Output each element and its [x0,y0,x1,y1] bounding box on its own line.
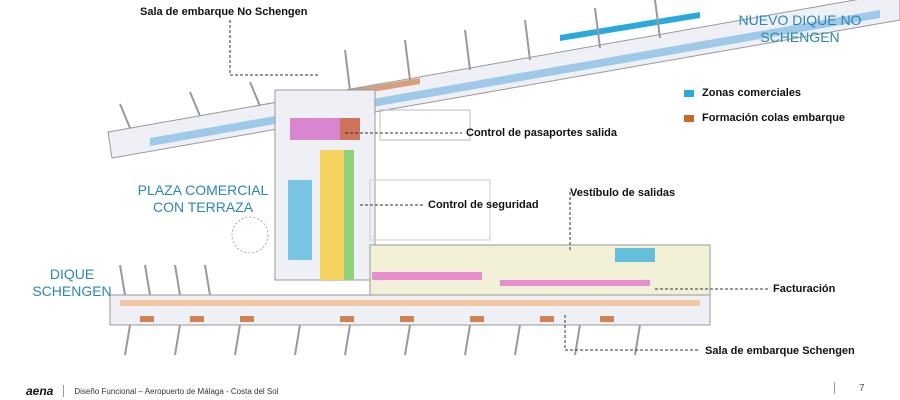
footer-title: Diseño Funcional – Aeropuerto de Málaga … [74,386,279,396]
legend-label: Zonas comerciales [702,87,802,99]
legend-item-zonas-comerciales: Zonas comerciales [684,87,801,99]
label-facturacion: Facturación [773,283,836,295]
zone-title-line: PLAZA COMERCIAL [137,182,269,198]
legend-swatch [684,89,694,97]
label-control-pasaportes: Control de pasaportes salida [466,127,617,139]
schengen-pier [109,244,711,356]
legend-swatch [684,114,694,122]
leader-lines [229,20,770,351]
zone-title-line: SCHENGEN [760,29,840,45]
aena-logo: aena [26,384,54,398]
zone-title-line: DIQUE [49,266,95,282]
divider [834,382,835,394]
label-sala-schengen: Sala de embarque Schengen [705,345,855,357]
label-control-seguridad: Control de seguridad [428,199,539,211]
legend-item-formacion-colas: Formación colas embarque [684,112,845,124]
zone-title-line: NUEVO DIQUE NO [738,12,862,28]
legend-label: Formación colas embarque [702,112,846,124]
zone-title-line: SCHENGEN [32,283,112,299]
page-number: 7 [859,382,865,394]
footer: aena Diseño Funcional – Aeropuerto de Má… [26,384,278,398]
label-sala-no-schengen: Sala de embarque No Schengen [140,6,308,18]
page-number-area: 7 [834,382,865,394]
zone-title-line: CON TERRAZA [152,199,254,215]
label-vestibulo: Vestíbulo de salidas [570,187,676,199]
divider [63,385,65,397]
central-terminal [231,89,491,281]
